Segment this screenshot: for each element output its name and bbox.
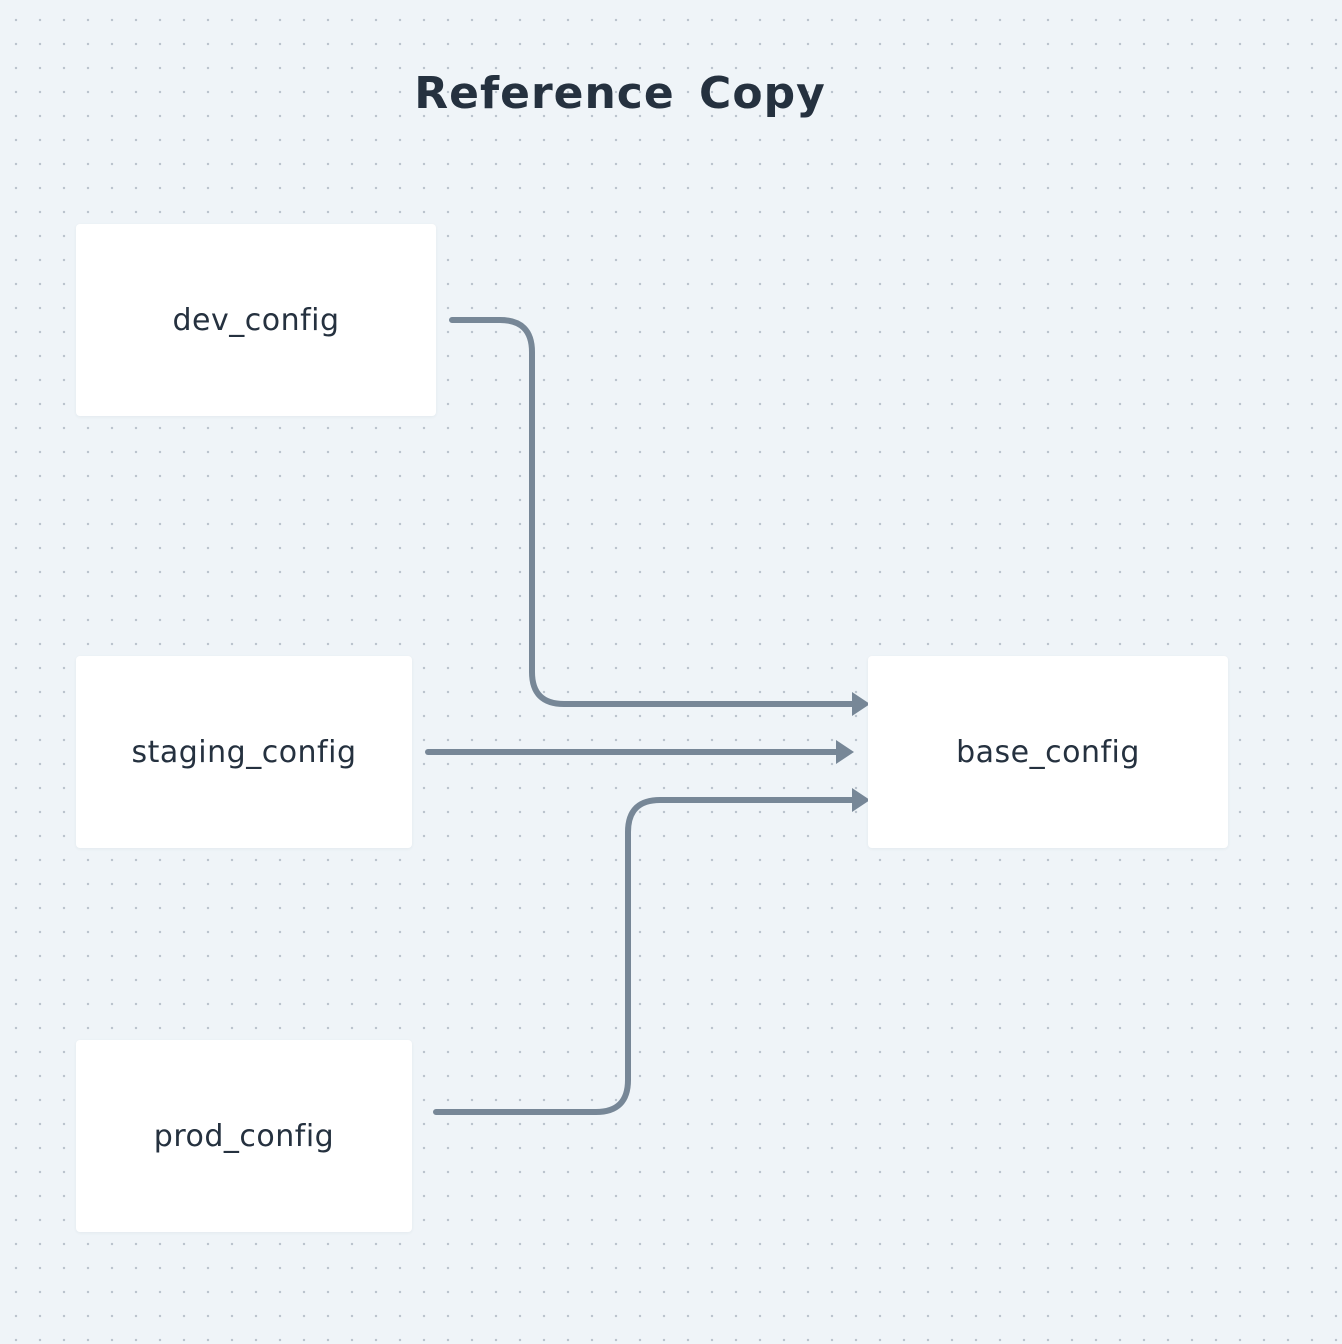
node-label-staging-config: staging_config: [131, 734, 357, 770]
node-base-config[interactable]: base_config: [868, 656, 1228, 848]
edge-dev-to-base[interactable]: [449, 317, 855, 707]
diagram-title: Reference Copy: [414, 68, 826, 119]
node-dev-config[interactable]: dev_config: [76, 224, 436, 416]
node-prod-config[interactable]: prod_config: [76, 1040, 412, 1232]
node-label-base-config: base_config: [956, 734, 1140, 770]
arrowhead-prod-to-base: [852, 788, 870, 812]
edge-prod-to-base[interactable]: [433, 797, 855, 1115]
node-label-prod-config: prod_config: [153, 1118, 335, 1154]
node-label-dev-config: dev_config: [172, 302, 340, 338]
arrowhead-dev-to-base: [852, 692, 870, 716]
arrowhead-staging-to-base: [836, 740, 854, 764]
node-staging-config[interactable]: staging_config: [76, 656, 412, 848]
